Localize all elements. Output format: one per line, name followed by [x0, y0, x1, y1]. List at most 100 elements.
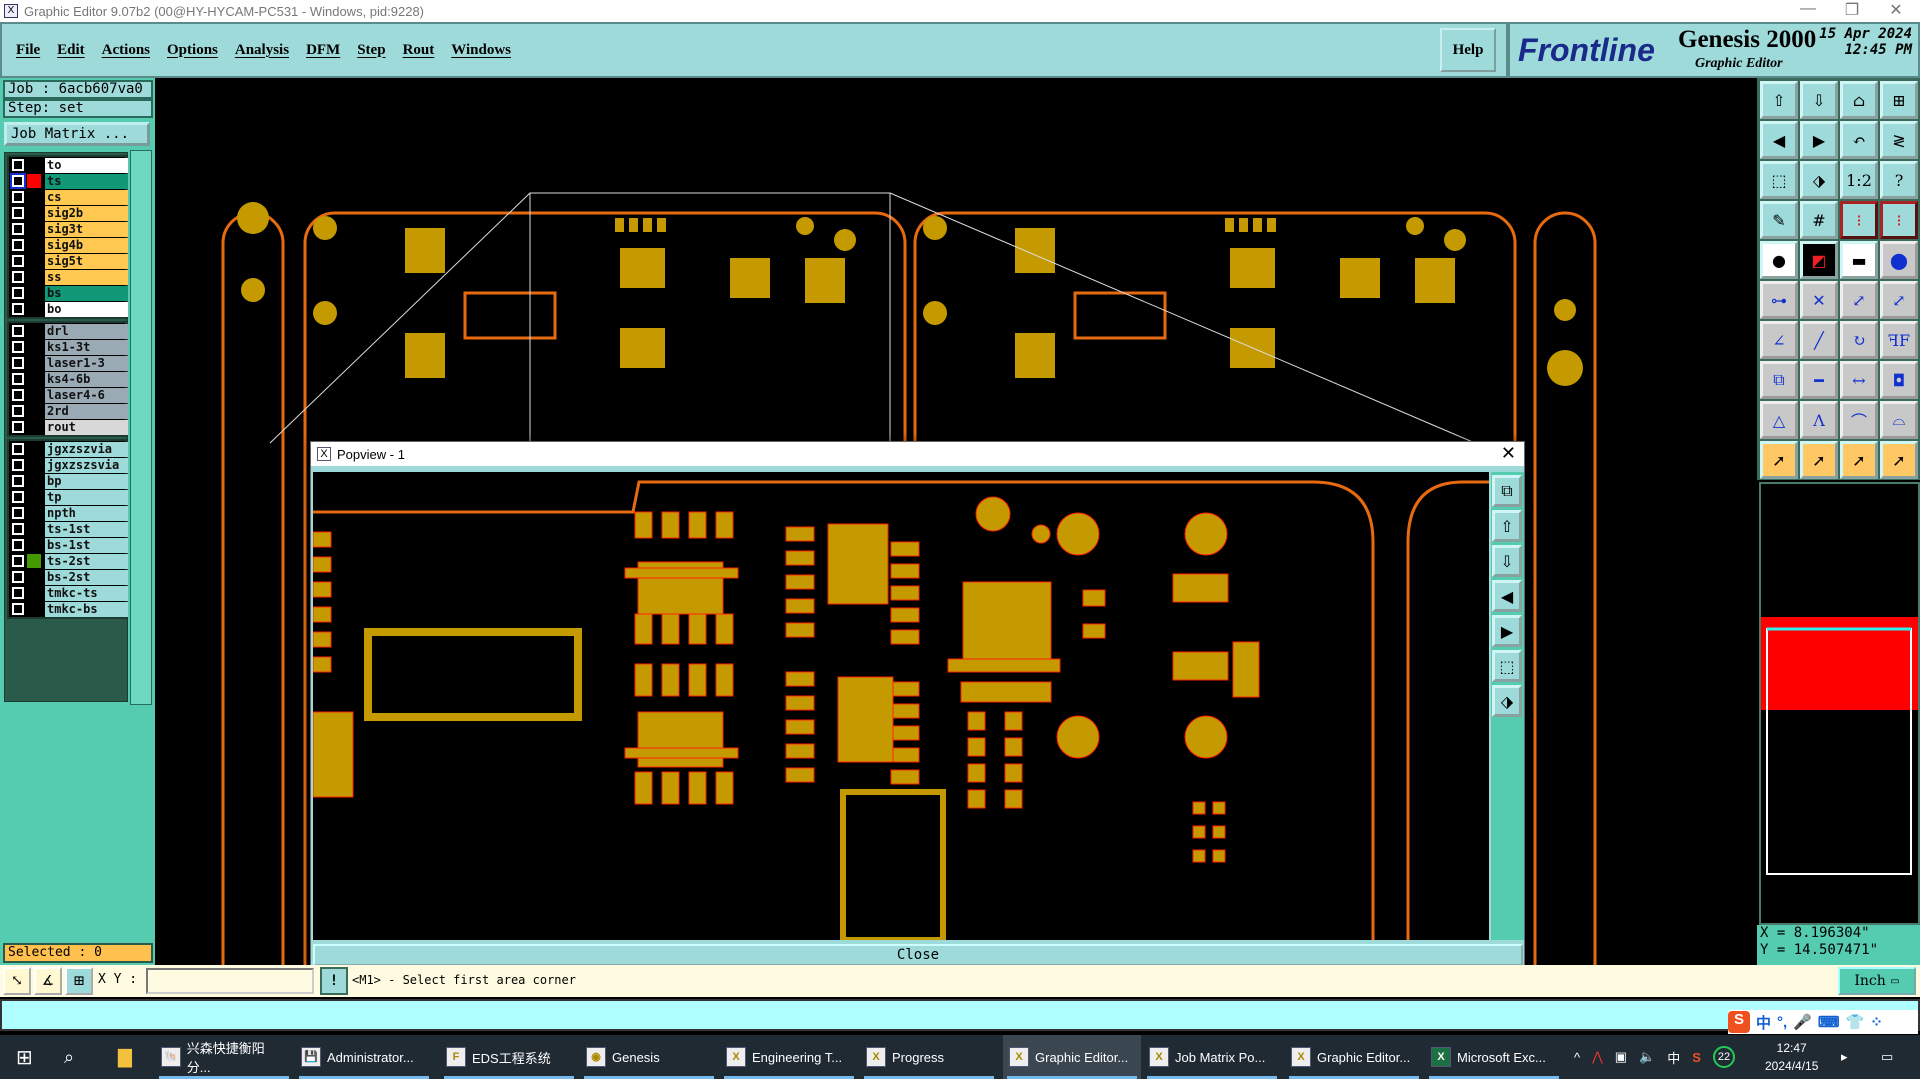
grid-toggle-icon[interactable]: ⊞	[65, 967, 93, 995]
menu-analysis[interactable]: Analysis	[234, 41, 290, 58]
layer-row-ts-1st[interactable]: ts-1st	[9, 521, 128, 537]
feature-move-icon[interactable]: ●	[1760, 241, 1798, 279]
message-alert-icon[interactable]: !	[320, 967, 348, 995]
layer-row-sig4b[interactable]: sig4b	[9, 237, 128, 253]
layer-checkbox[interactable]	[11, 254, 25, 268]
snake-icon[interactable]: ≷	[1880, 121, 1918, 159]
layer-checkbox[interactable]	[11, 372, 25, 386]
scale-1-2-icon[interactable]: 1:2	[1840, 161, 1878, 199]
layer-name[interactable]: bs	[45, 285, 128, 301]
menu-step[interactable]: Step	[357, 41, 386, 58]
layer-row-tmkc-bs[interactable]: tmkc-bs	[9, 601, 128, 617]
ime-item[interactable]: 中	[1756, 1014, 1772, 1032]
layer-row-2rd[interactable]: 2rd	[9, 403, 128, 419]
layer-checkbox[interactable]	[11, 506, 25, 520]
layer-name[interactable]: bo	[45, 301, 128, 317]
layer-row-bs-1st[interactable]: bs-1st	[9, 537, 128, 553]
command-line[interactable]	[0, 999, 1920, 1031]
netlist2-icon[interactable]: ⁝	[1880, 201, 1918, 239]
layer-row-to[interactable]: to	[9, 157, 128, 173]
layer-name[interactable]: ks1-3t	[45, 339, 128, 355]
move-up-icon[interactable]: ⇧	[1760, 81, 1798, 119]
menu-windows[interactable]: Windows	[451, 41, 511, 58]
layer-row-laser1-3[interactable]: laser1-3	[9, 355, 128, 371]
volume-icon[interactable]: 🔈	[1639, 1049, 1656, 1064]
ime-indicator[interactable]: 中	[1667, 1050, 1681, 1066]
layer-checkbox[interactable]	[11, 286, 25, 300]
move-down-icon[interactable]: ⇩	[1800, 81, 1838, 119]
grid-icon[interactable]: #	[1800, 201, 1838, 239]
layer-row-sig2b[interactable]: sig2b	[9, 205, 128, 221]
layer-name[interactable]: jgxzszsvia	[45, 457, 128, 473]
close-button[interactable]: ✕	[1889, 2, 1903, 19]
popview-close-icon[interactable]: ✕	[1500, 443, 1516, 463]
line-segment-icon[interactable]: ━	[1800, 361, 1838, 399]
popview-copy-icon[interactable]: ⧉	[1492, 475, 1522, 507]
popview-up-icon[interactable]: ⇧	[1492, 510, 1522, 542]
arc-icon[interactable]: Λ	[1800, 401, 1838, 439]
help-button[interactable]: Help	[1440, 28, 1496, 72]
tray-expand-icon[interactable]: ^	[1574, 1049, 1581, 1065]
layer-checkbox[interactable]	[11, 324, 25, 338]
layer-name[interactable]: laser4-6	[45, 387, 128, 403]
popview-down-icon[interactable]: ⇩	[1492, 545, 1522, 577]
layer-checkbox[interactable]	[10, 173, 26, 189]
grid-xy-icon[interactable]: ⊞	[1880, 81, 1918, 119]
layer-name[interactable]: bp	[45, 473, 128, 489]
sogou-icon[interactable]: S	[1692, 1049, 1701, 1065]
layer-row-cs[interactable]: cs	[9, 189, 128, 205]
popview-canvas[interactable]	[313, 472, 1489, 940]
point-move2-icon[interactable]: ⤢	[1880, 281, 1918, 319]
layer-name[interactable]: to	[45, 157, 128, 173]
arc2-icon[interactable]: ⌒	[1840, 401, 1878, 439]
triangle-icon[interactable]: △	[1760, 401, 1798, 439]
layer-name[interactable]: sig4b	[45, 237, 128, 253]
layer-name[interactable]: ks4-6b	[45, 371, 128, 387]
layer-checkbox[interactable]	[11, 270, 25, 284]
layer-checkbox[interactable]	[11, 420, 25, 434]
xy-input[interactable]	[146, 968, 314, 994]
overview-panel[interactable]	[1759, 482, 1920, 925]
layer-name[interactable]: ts	[45, 173, 128, 189]
undo-zoom-icon[interactable]: ↶	[1840, 121, 1878, 159]
popview-left-icon[interactable]: ◀	[1492, 580, 1522, 612]
layer-checkbox[interactable]	[11, 404, 25, 418]
layer-name[interactable]: 2rd	[45, 403, 128, 419]
layer-checkbox[interactable]	[11, 340, 25, 354]
menu-rout[interactable]: Rout	[402, 41, 435, 58]
layer-checkbox[interactable]	[11, 302, 25, 316]
layer-row-jgxzszvia[interactable]: jgxzszvia	[9, 441, 128, 457]
layer-row-ks4-6b[interactable]: ks4-6b	[9, 371, 128, 387]
layer-row-drl[interactable]: drl	[9, 323, 128, 339]
menu-dfm[interactable]: DFM	[306, 41, 341, 58]
select-net-icon[interactable]: ➚	[1880, 441, 1918, 479]
ruler-icon[interactable]: ▬	[1840, 241, 1878, 279]
layer-checkbox[interactable]	[11, 388, 25, 402]
menu-file[interactable]: File	[16, 41, 41, 58]
minimize-button[interactable]: —	[1800, 0, 1816, 17]
rotate-icon[interactable]: ↻	[1840, 321, 1878, 359]
layer-checkbox[interactable]	[11, 538, 25, 552]
pan-right-icon[interactable]: ▶	[1800, 121, 1838, 159]
layer-checkbox[interactable]	[11, 206, 25, 220]
layer-checkbox[interactable]	[11, 158, 25, 172]
layer-row-sig5t[interactable]: sig5t	[9, 253, 128, 269]
layer-name[interactable]: npth	[45, 505, 128, 521]
file-explorer-button[interactable]: ▇	[112, 1035, 138, 1079]
layer-name[interactable]: laser1-3	[45, 355, 128, 371]
layer-checkbox[interactable]	[11, 490, 25, 504]
ime-item[interactable]: 🎤	[1793, 1014, 1812, 1031]
units-selector[interactable]: Inch ▭	[1838, 967, 1916, 995]
layer-checkbox[interactable]	[11, 474, 25, 488]
taskbar-app[interactable]: ◉Genesis	[580, 1035, 718, 1079]
layer-row-bp[interactable]: bp	[9, 473, 128, 489]
line-angle-icon[interactable]: ∠	[1760, 321, 1798, 359]
menu-options[interactable]: Options	[167, 41, 218, 58]
menu-actions[interactable]: Actions	[101, 41, 151, 58]
layer-checkbox[interactable]	[11, 602, 25, 616]
measure-icon[interactable]: ↔	[1840, 361, 1878, 399]
